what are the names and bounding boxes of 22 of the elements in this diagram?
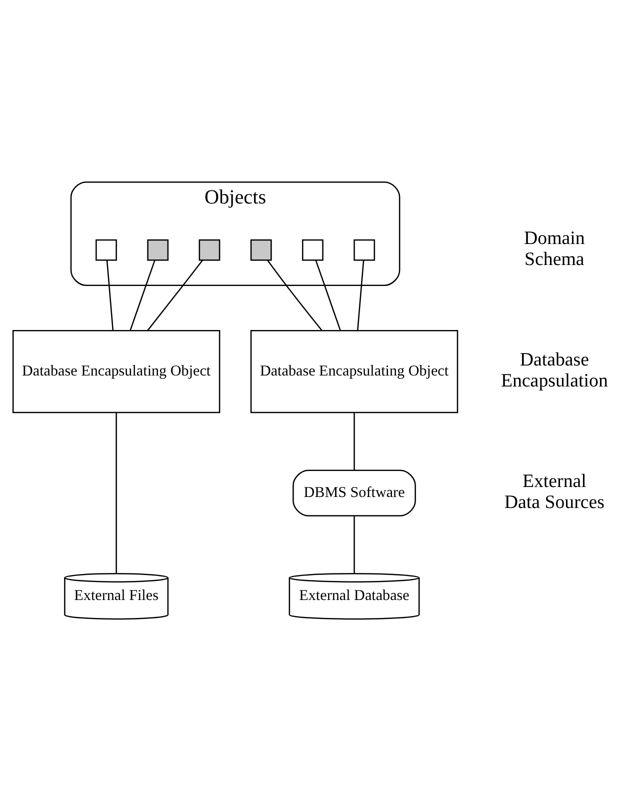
node-box [96, 238, 117, 260]
label: External Data Sources [504, 470, 604, 513]
node-box [198, 238, 220, 260]
label: Database Encapsulation [500, 348, 608, 392]
node-box: Database Encapsulating Object [250, 330, 458, 413]
connector [354, 412, 355, 470]
connector [147, 259, 204, 330]
node-box: DBMS Software [292, 469, 416, 516]
connector [130, 260, 156, 330]
connector [267, 260, 322, 330]
connector [116, 412, 117, 573]
node-box [250, 238, 272, 260]
connector [106, 260, 114, 330]
label: Domain Schema [524, 227, 585, 270]
node-box [147, 238, 169, 260]
connector [354, 516, 355, 574]
node-box [354, 238, 376, 260]
connector [315, 260, 341, 330]
connector [357, 260, 364, 330]
cluster: Objects [70, 180, 400, 286]
node-box [302, 238, 324, 260]
node-box: Database Encapsulating Object [12, 330, 220, 413]
